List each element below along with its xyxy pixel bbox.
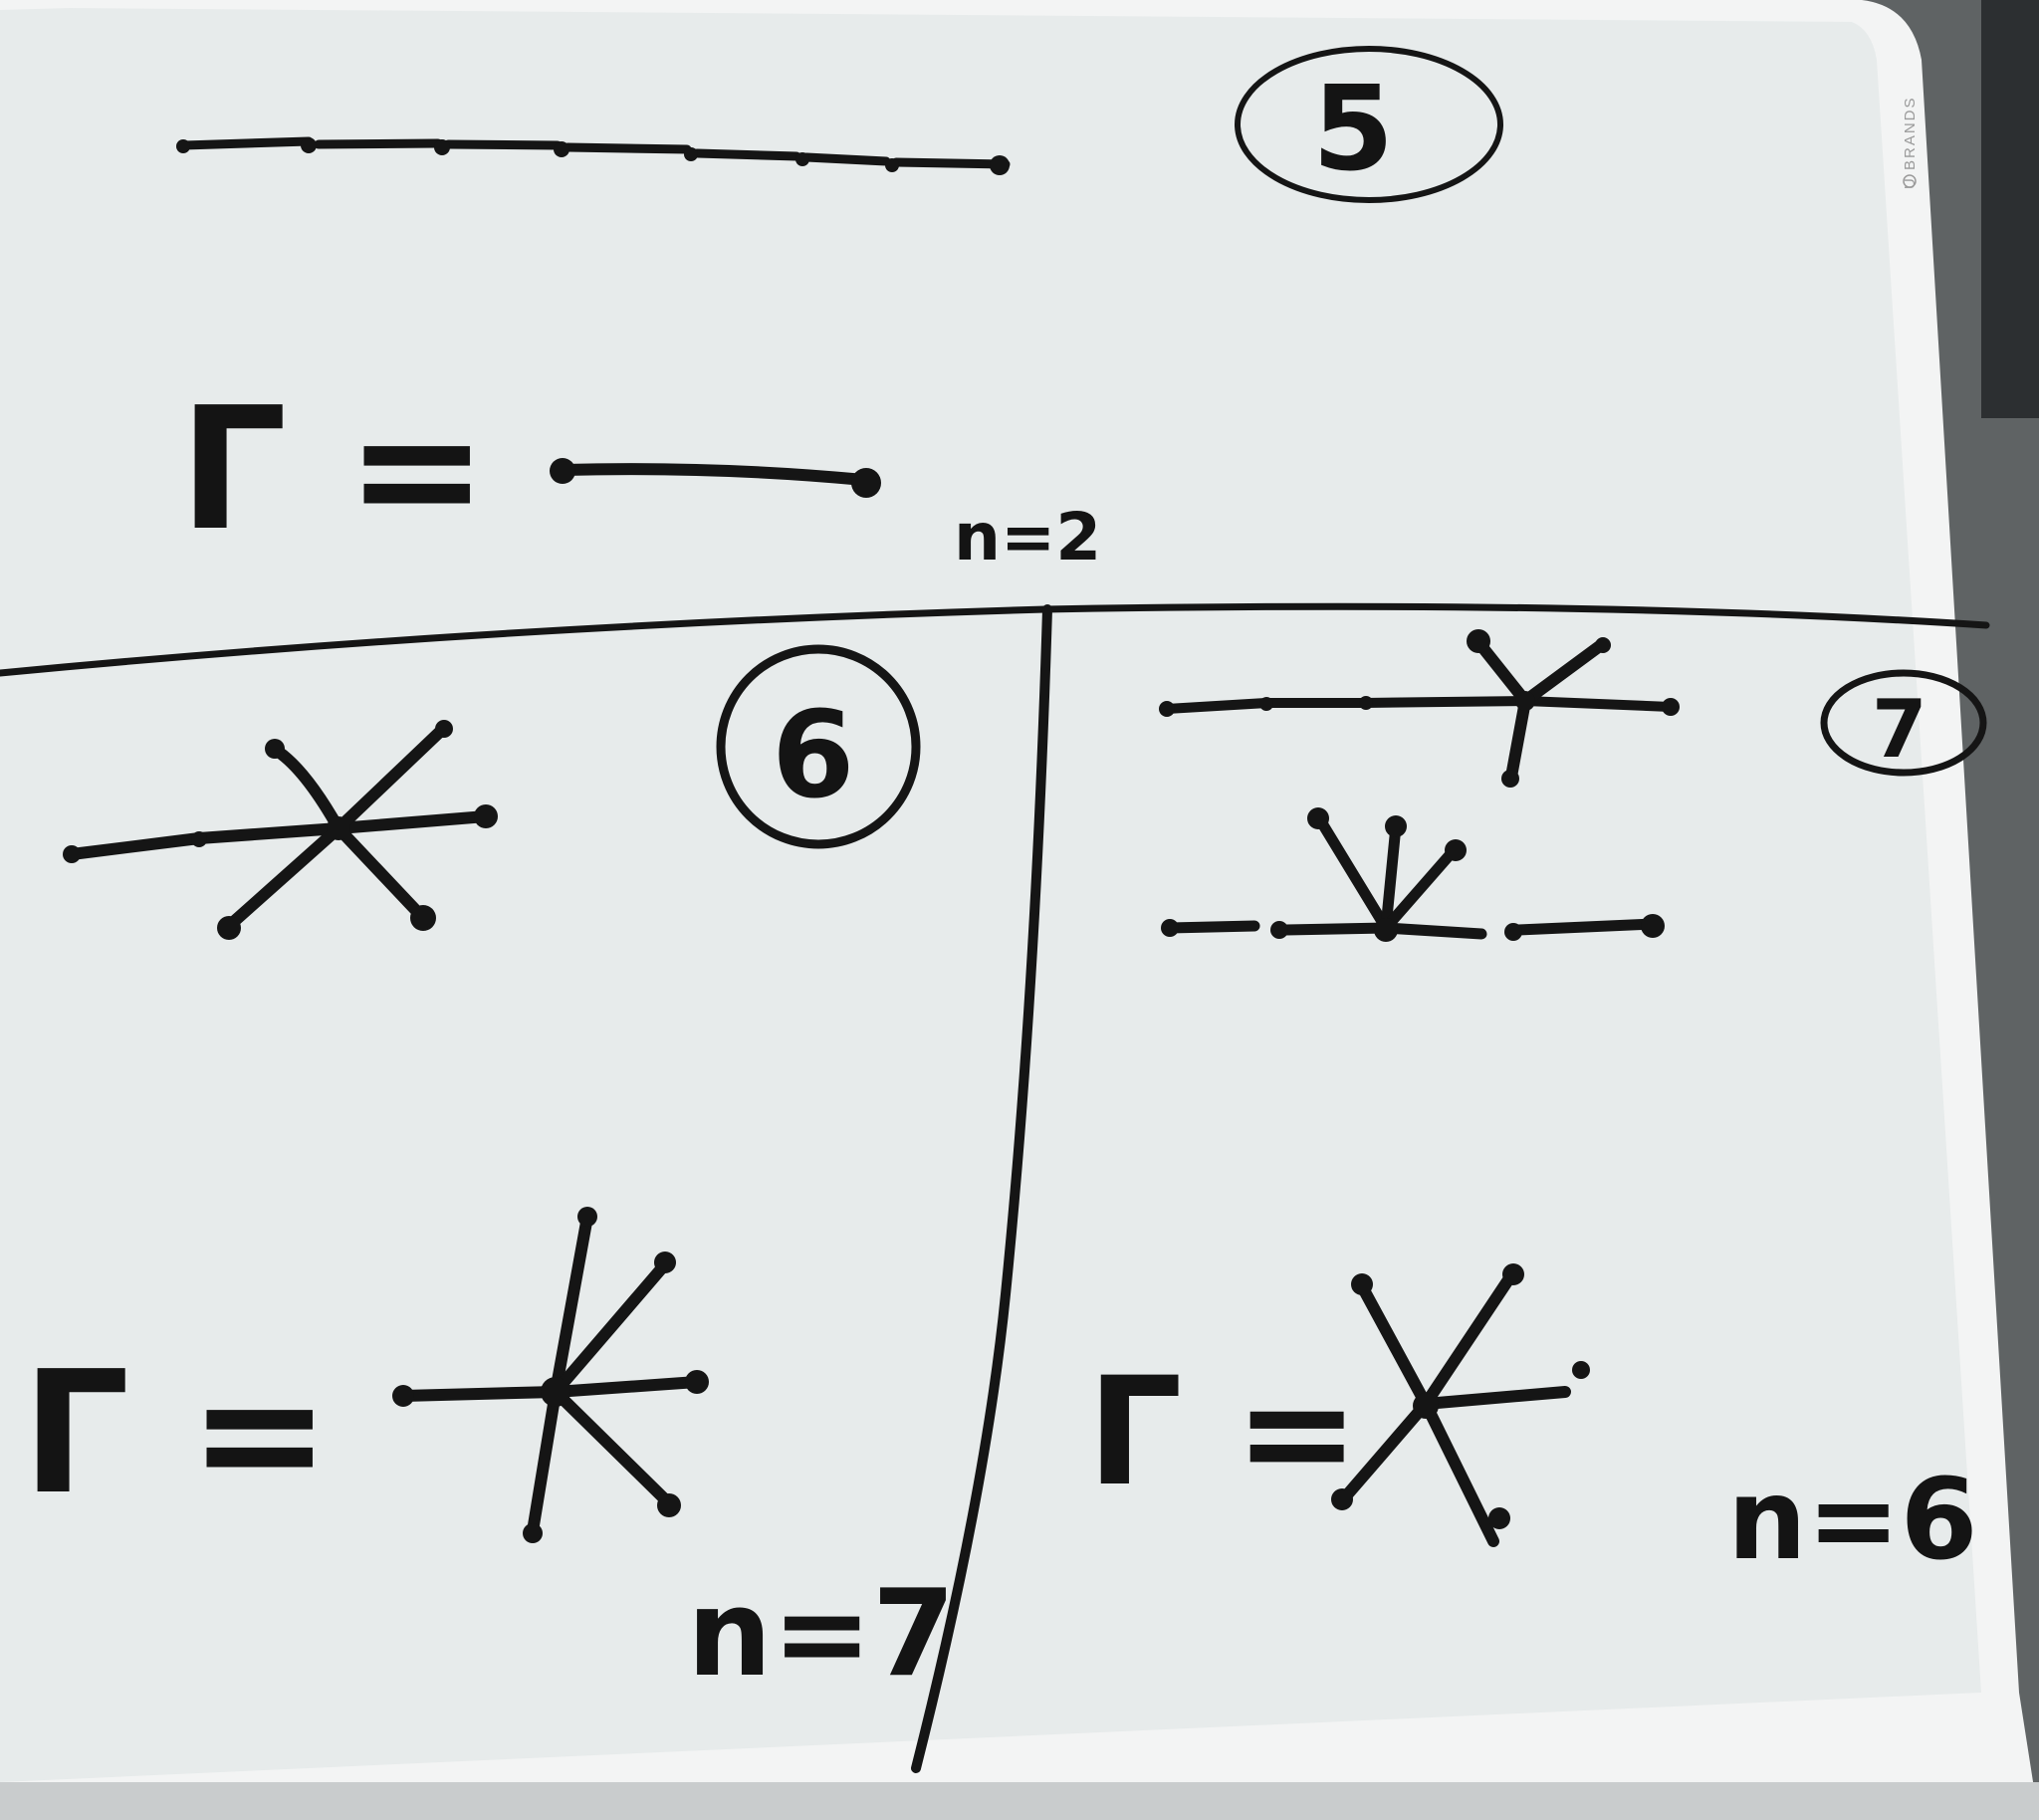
gamma-equation: Γ = (1087, 1346, 1360, 1519)
tree-graph-top (1159, 629, 1680, 788)
section-number-circle (1820, 669, 1987, 777)
board-bottom-shadow (0, 1782, 2039, 1820)
gamma-equation: Γ = (22, 1335, 331, 1532)
path-graph (176, 136, 1011, 175)
single-edge-graph (550, 458, 881, 498)
section-number-circle (1235, 46, 1503, 203)
section-number-circle (716, 644, 921, 849)
whiteboard-surface (0, 8, 1981, 1782)
n-label: n=7 (687, 1565, 955, 1704)
tree-graph-middle (1161, 807, 1665, 942)
section-7: 7 (1087, 629, 1987, 1585)
star-graph-x (1331, 1263, 1590, 1547)
section-5: 5 Γ = n=2 (176, 46, 1503, 575)
section-6: 6 Γ = (22, 644, 955, 1704)
vertical-divider (911, 604, 1052, 1773)
brand-logo-icon (1903, 174, 1917, 188)
gamma-equation: Γ = (179, 371, 488, 569)
brand-logo-text: U BRANDS (1902, 96, 1919, 189)
backdrop-dark-right (1981, 0, 2039, 418)
n-label: n=2 (954, 499, 1101, 575)
star-graph-lower (392, 1207, 709, 1543)
section-number-label: 7 (1872, 683, 1927, 776)
n-label: n=6 (1727, 1456, 1978, 1585)
star-graph-upper (63, 720, 498, 940)
section-number-label: 6 (772, 687, 855, 825)
section-number-label: 5 (1312, 60, 1394, 197)
